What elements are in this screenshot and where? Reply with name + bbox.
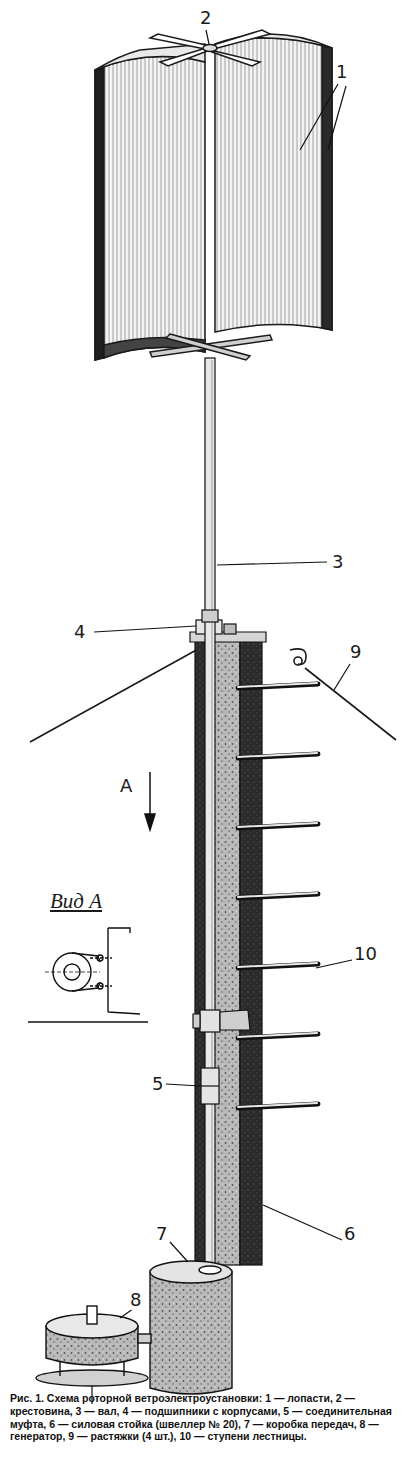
shaft	[202, 358, 218, 1270]
callout-number: 4	[72, 622, 87, 642]
view-a-sketch	[28, 928, 148, 1022]
ladder-rungs	[238, 683, 318, 1108]
gearbox	[150, 1261, 232, 1394]
cross-plate	[150, 30, 272, 360]
view-letter: A	[118, 776, 134, 796]
callout-number: 3	[330, 552, 345, 572]
callout-number: 7	[154, 1224, 169, 1244]
coupling	[201, 1068, 219, 1104]
pole-channel	[190, 620, 266, 1265]
view-title: Вид А	[48, 890, 104, 913]
figure-caption: Рис. 1. Схема роторной ветроэлектроустан…	[10, 1392, 406, 1443]
leader-lines	[94, 30, 352, 1318]
callout-number: 5	[150, 1074, 165, 1094]
callout-number: 10	[352, 944, 379, 964]
callout-number: 2	[198, 8, 213, 28]
generator	[36, 1306, 151, 1404]
view-arrow	[145, 772, 155, 830]
callout-number: 8	[128, 1290, 143, 1310]
callout-number: 6	[342, 1224, 357, 1244]
bearing-housing	[193, 1010, 250, 1032]
rotor-blades	[95, 34, 332, 360]
callout-number: 9	[348, 642, 363, 662]
callout-number: 1	[334, 62, 349, 82]
